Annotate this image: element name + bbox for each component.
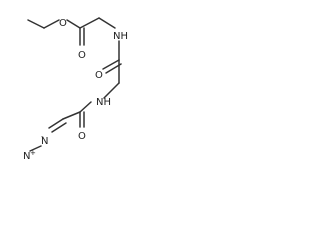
bond-ch2-nh1 (98, 17, 116, 29)
atom-diazo-terminal-n: N (23, 151, 30, 162)
diazo-minus-charge: - (41, 133, 44, 141)
atom-nh1: NH (113, 31, 128, 42)
atom-ester-o1: O (59, 18, 67, 29)
atom-nh2: NH (96, 97, 111, 108)
bond-ethyl-ch2-o (43, 19, 60, 29)
diazo-plus-charge: + (30, 149, 36, 157)
bond-o-carbonyl (66, 19, 81, 29)
atom-amide2-o: O (78, 131, 86, 142)
atom-ester-o2: O (78, 50, 86, 61)
bond-ch2-nh2 (103, 82, 120, 99)
bond-nh2-carbonyl (79, 101, 92, 113)
bond-ethyl-ch3 (27, 19, 45, 29)
bond-carbonyl-chn2 (62, 111, 81, 120)
chemical-structure-diagram: O O NH O NH O N - N + (23, 17, 128, 162)
bond-diazo-n-n (29, 145, 42, 152)
bond-diazo-1 (48, 118, 64, 129)
atom-diazo-n: N (41, 136, 48, 147)
atom-amide1-o: O (95, 70, 103, 81)
bond-diazo-2 (51, 122, 67, 133)
bond-amide1-c-o (102, 59, 120, 70)
bond-carbonyl-ch2 (79, 17, 100, 29)
